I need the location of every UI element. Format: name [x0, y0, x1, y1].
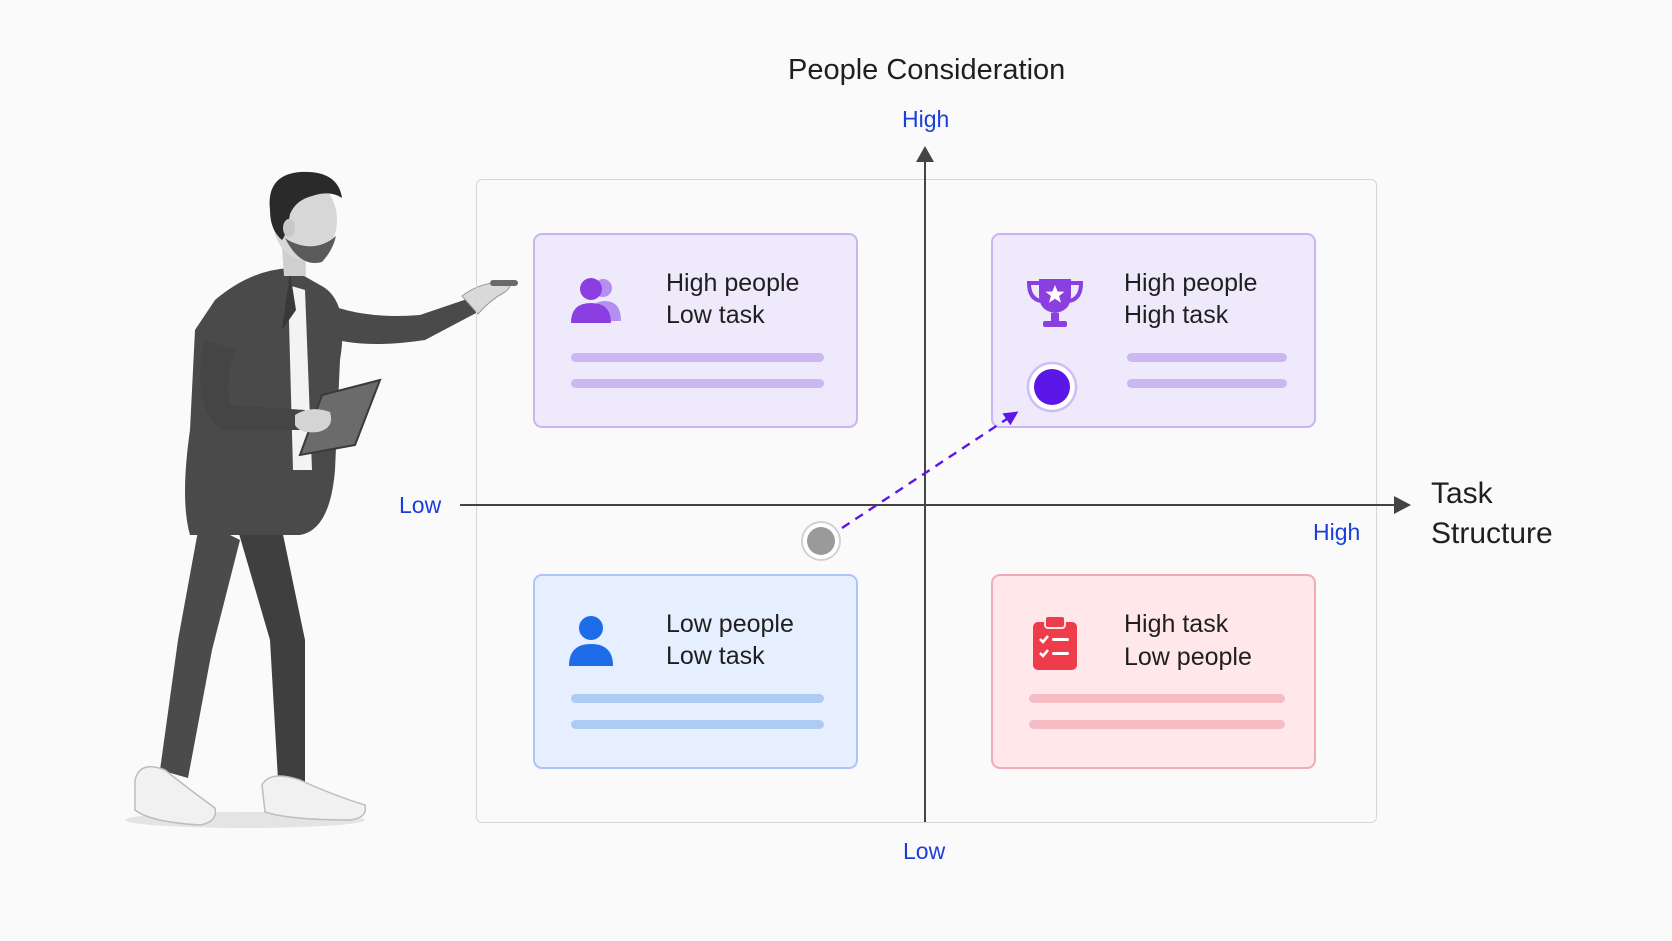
quadrant-line1: High task	[1124, 610, 1229, 638]
quadrant-card-low-people-low-task: Low people Low task	[533, 574, 858, 769]
quadrant-line2: High task	[1124, 301, 1229, 329]
people-group-icon	[571, 278, 621, 323]
y-axis-low-label: Low	[903, 838, 946, 864]
placeholder-bar	[571, 694, 824, 703]
target-dot	[1034, 369, 1070, 405]
placeholder-bar	[1029, 694, 1285, 703]
quadrant-line2: Low people	[1124, 643, 1252, 671]
placeholder-bar	[1029, 720, 1285, 729]
quadrant-line2: Low task	[666, 642, 765, 670]
x-axis-title: Task Structure	[1431, 474, 1553, 554]
grid-frame	[476, 179, 1377, 823]
clipboard-checklist-icon	[1033, 615, 1077, 670]
x-axis-title-line2: Structure	[1431, 517, 1553, 550]
quadrant-line2: Low task	[666, 301, 765, 329]
y-axis-title: People Consideration	[788, 54, 1066, 86]
placeholder-bar	[1127, 353, 1287, 362]
x-axis-title-line1: Task	[1431, 477, 1493, 510]
presenter-illustration	[125, 171, 518, 828]
quadrant-line1: High people	[666, 269, 800, 297]
placeholder-bar	[571, 379, 824, 388]
y-axis-high-label: High	[902, 106, 950, 132]
movement-arrow	[841, 411, 1019, 530]
placeholder-bar	[571, 720, 824, 729]
quadrant-card-high-task-low-people: High task Low people	[991, 574, 1316, 769]
person-icon	[569, 616, 613, 666]
y-axis-arrowhead	[916, 146, 934, 162]
x-axis-arrowhead	[1394, 496, 1411, 514]
placeholder-bar	[571, 353, 824, 362]
x-axis-high-label: High	[1313, 519, 1361, 545]
x-axis-low-label: Low	[399, 492, 442, 518]
quadrant-line1: High people	[1124, 269, 1258, 297]
quadrant-line1: Low people	[666, 610, 794, 638]
trophy-icon	[1026, 279, 1084, 327]
quadrant-card-high-people-low-task: High people Low task	[533, 233, 858, 428]
placeholder-bar	[1127, 379, 1287, 388]
start-dot	[807, 527, 835, 555]
